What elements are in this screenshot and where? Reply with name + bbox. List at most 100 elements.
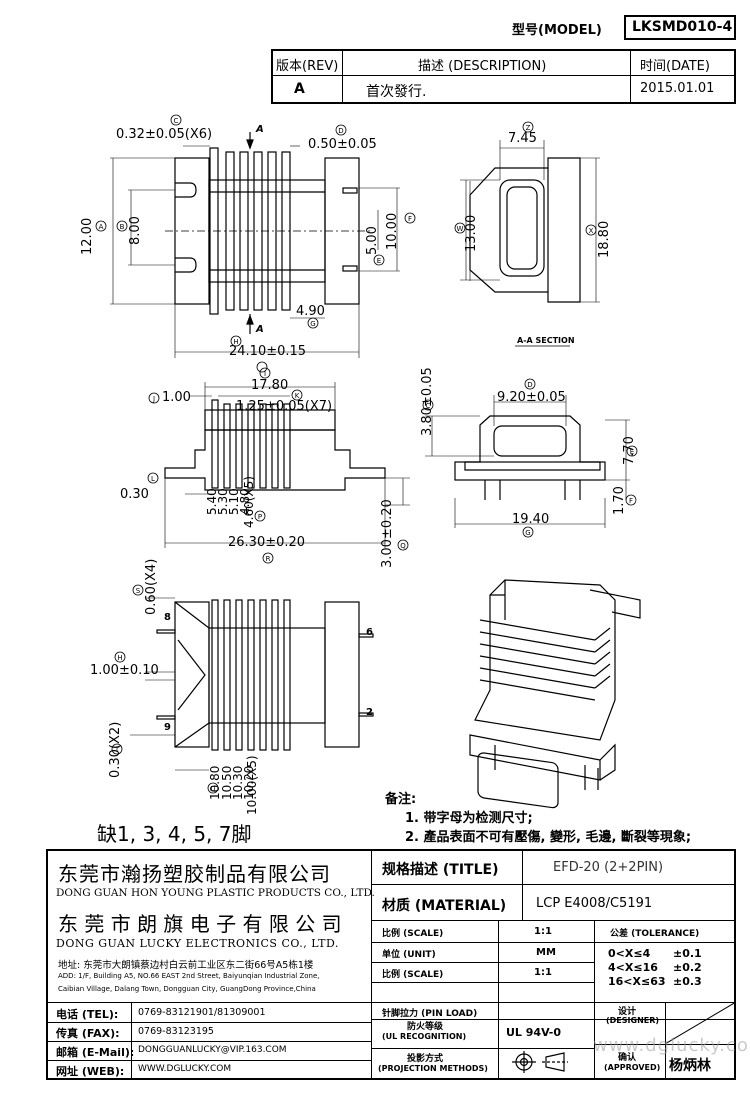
tel-value: 0769-83121901/81309001 bbox=[138, 1007, 266, 1018]
dim-end-e: 7.70 bbox=[622, 436, 637, 465]
spec-col-1 bbox=[522, 851, 523, 920]
svg-text:W: W bbox=[457, 225, 464, 233]
top-view bbox=[110, 132, 400, 358]
spec-col-2 bbox=[498, 920, 499, 1080]
bottom-view bbox=[130, 597, 374, 771]
dim-b: 8.00 bbox=[128, 216, 143, 245]
spec-col-4 bbox=[665, 1002, 666, 1080]
company-address-en-1: ADD: 1/F, Building A5, NO.66 EAST 2nd St… bbox=[58, 972, 320, 980]
projection-symbol-icon bbox=[510, 1050, 574, 1074]
spec-designer-divider bbox=[594, 1044, 736, 1045]
pin-2: 2 bbox=[366, 707, 373, 718]
company-2-en: DONG GUAN LUCKY ELECTRONICS CO., LTD. bbox=[56, 937, 339, 950]
dim-end-g: 19.40 bbox=[512, 512, 550, 527]
designer-slash bbox=[665, 1002, 736, 1044]
svg-text:U: U bbox=[210, 785, 215, 793]
title-block: 东莞市瀚扬塑胶制品有限公司 DONG GUAN HON YOUNG PLASTI… bbox=[46, 849, 750, 1080]
tb-contact-row-2 bbox=[48, 1041, 371, 1042]
dim-w: 13.00 bbox=[464, 214, 479, 252]
svg-text:D: D bbox=[527, 381, 532, 389]
rev-col-divider-2 bbox=[630, 49, 631, 104]
tb-contact-row-3 bbox=[48, 1060, 371, 1061]
pin-9: 9 bbox=[164, 722, 171, 733]
tol-range-0: 0<X≤4 bbox=[608, 947, 651, 960]
dim-z: 7.45 bbox=[508, 131, 537, 146]
dim-t: 0.30(X2) bbox=[108, 721, 123, 778]
notes-title: 备注: bbox=[385, 792, 417, 807]
scale2-label: 比例 (SCALE) bbox=[382, 970, 444, 980]
end-view bbox=[425, 395, 630, 528]
dim-s: 0.60(X4) bbox=[144, 558, 159, 615]
svg-text:L: L bbox=[151, 475, 155, 483]
fire-label-2: (UL RECOGNITION) bbox=[382, 1032, 467, 1041]
dim-i: 17.80 bbox=[251, 378, 289, 393]
dim-j: 1.00 bbox=[162, 390, 191, 405]
dim-end-f: 1.70 bbox=[612, 486, 627, 515]
svg-text:H: H bbox=[233, 338, 238, 346]
tolerance-label: 公差 (TOLERANCE) bbox=[610, 929, 700, 939]
proj-label-1: 投影方式 bbox=[407, 1054, 444, 1064]
dim-f: 10.00 bbox=[385, 212, 400, 250]
note-2: 2. 產品表面不可有壓傷, 變形, 毛邊, 斷裂等現象; bbox=[405, 830, 692, 845]
section-mark-bottom: A bbox=[256, 324, 264, 335]
pin-8: 8 bbox=[164, 612, 171, 623]
note-1: 1. 带字母为检测尺寸; bbox=[405, 811, 533, 826]
rev-row-divider bbox=[271, 75, 736, 76]
desc-label: 描述 (DESCRIPTION) bbox=[418, 59, 547, 74]
desc-value: 首次發行. bbox=[366, 84, 427, 100]
spec-row-6 bbox=[371, 1002, 736, 1003]
pin-load-label: 针脚拉力 (PIN LOAD) bbox=[382, 1009, 478, 1019]
tb-divider-lower-mid bbox=[371, 1002, 372, 1080]
material-label: 材质 (MATERIAL) bbox=[382, 898, 507, 914]
email-value[interactable]: DONGGUANLUCKY@VIP.163.COM bbox=[138, 1045, 287, 1055]
company-2-cn: 东 莞 市 朗 旗 电 子 有 限 公 司 bbox=[58, 912, 342, 936]
dim-q: 3.00±0.20 bbox=[380, 499, 395, 568]
unit-value: MM bbox=[536, 947, 556, 958]
model-box bbox=[624, 15, 736, 40]
title-label: 规格描述 (TITLE) bbox=[382, 862, 499, 878]
spec-row-3 bbox=[371, 942, 736, 943]
spec-row-7 bbox=[371, 1019, 736, 1020]
svg-text:H: H bbox=[117, 654, 122, 662]
dim-end-c: 3.80±0.05 bbox=[420, 367, 435, 436]
web-value[interactable]: WWW.DGLUCKY.COM bbox=[138, 1064, 232, 1074]
svg-text:G: G bbox=[525, 529, 530, 537]
dim-k: 1.25±0.05(X7) bbox=[236, 399, 333, 414]
spec-row-8 bbox=[371, 1048, 594, 1049]
fire-label-1: 防火等级 bbox=[407, 1022, 444, 1032]
company-address-cn: 地址: 东莞市大朗镇蔡边村白云前工业区东二街66号A5栋1楼 bbox=[58, 960, 314, 971]
header-table: 型号(MODEL) LKSMD010-4 版本(REV) 描述 (DESCRIP… bbox=[0, 0, 750, 110]
svg-text:E: E bbox=[630, 448, 634, 456]
fire-value: UL 94V-0 bbox=[506, 1026, 562, 1039]
scale-label: 比例 (SCALE) bbox=[382, 929, 444, 939]
dim-x: 18.80 bbox=[597, 220, 612, 258]
technical-drawing: CD AB EF GH ZWX IJK LPR QDC EFG SHT U bbox=[95, 114, 641, 809]
dimension-labels: 0.32±0.05(X6) 0.50±0.05 12.00 8.00 5.00 … bbox=[80, 124, 692, 846]
title-value: EFD-20 (2+2PIN) bbox=[553, 860, 664, 875]
svg-text:E: E bbox=[377, 257, 381, 265]
dim-c: 0.32±0.05(X6) bbox=[116, 127, 213, 142]
tol-range-1: 4<X≤16 bbox=[608, 961, 658, 974]
watermark: www.dglucky.com bbox=[593, 1035, 750, 1056]
dim-e: 5.00 bbox=[365, 226, 380, 255]
svg-text:C: C bbox=[174, 117, 179, 125]
dim-end-d: 9.20±0.05 bbox=[497, 390, 566, 405]
tol-value-1: ±0.2 bbox=[673, 961, 702, 974]
tol-value-2: ±0.3 bbox=[673, 975, 702, 988]
svg-text:K: K bbox=[295, 392, 300, 400]
company-1-cn: 东莞市瀚扬塑胶制品有限公司 bbox=[58, 862, 331, 886]
svg-text:S: S bbox=[136, 587, 141, 595]
dim-h: 24.10±0.15 bbox=[229, 344, 307, 359]
dim-d: 0.50±0.05 bbox=[308, 137, 377, 152]
svg-text:F: F bbox=[408, 215, 412, 223]
dim-g: 4.90 bbox=[296, 304, 325, 319]
section-label: A-A SECTION bbox=[517, 336, 575, 345]
spec-row-2 bbox=[371, 920, 736, 921]
material-value: LCP E4008/C5191 bbox=[536, 896, 653, 911]
model-value: LKSMD010-4 bbox=[632, 19, 733, 35]
date-label: 时间(DATE) bbox=[640, 59, 710, 74]
missing-pins-note: 缺1, 3, 4, 5, 7脚 bbox=[97, 822, 252, 846]
dim-stack-front-4: 4.60(X5) bbox=[242, 476, 256, 528]
fax-value: 0769-83123195 bbox=[138, 1026, 214, 1037]
fax-label: 传真 (FAX): bbox=[56, 1027, 120, 1040]
